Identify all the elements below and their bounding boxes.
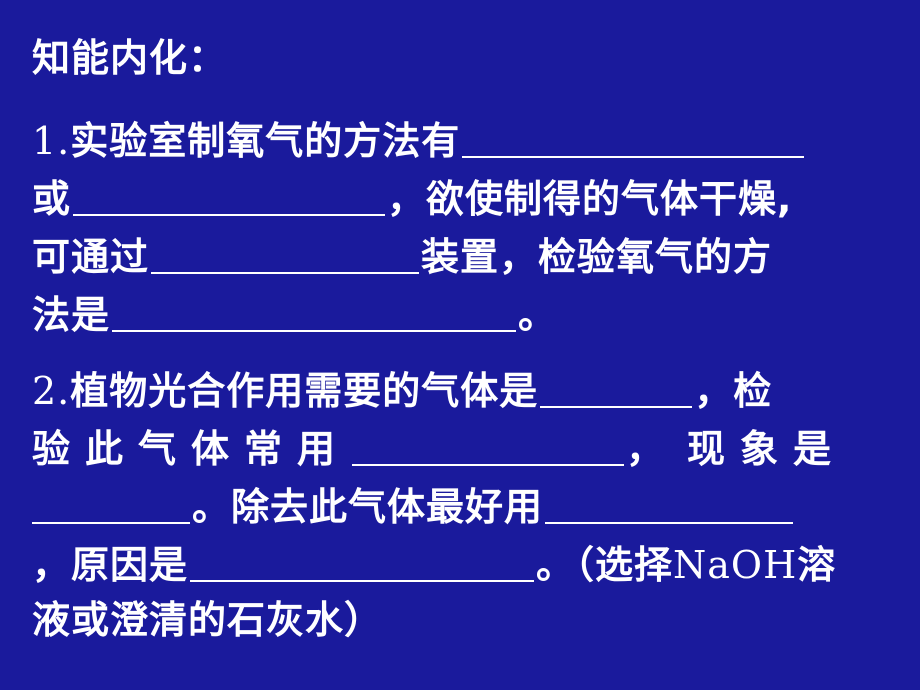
q2-line-1: 2.植物光合作用需要的气体是 ，检 [32, 362, 772, 414]
q2-line-2-mid: ， [626, 427, 666, 471]
q1-line-2-end: ，欲使制得的气体干燥, [387, 177, 793, 221]
heading-text: 知能内化： [32, 36, 228, 80]
q2-line-4: ，原因是 。（选择NaOH溶 [32, 536, 836, 588]
q1-blank-method-1[interactable] [462, 116, 805, 158]
q2-line-1-end: ，检 [694, 369, 773, 413]
q2-number: 2. [32, 369, 71, 413]
q1-number: 1. [32, 119, 71, 163]
q1-blank-test-method[interactable] [112, 290, 517, 332]
q2-line-2-end: 现象是 [687, 427, 847, 471]
q2-line-1-text: 植物光合作用需要的气体是 [70, 369, 539, 413]
q2-line-5-text: 液或澄清的石灰水） [32, 598, 384, 642]
q1-line-2-start: 或 [32, 177, 72, 221]
q2-line-3: 。除去此气体最好用 [32, 478, 795, 530]
q1-line-3-start: 可通过 [32, 235, 150, 279]
q2-line-2-start: 验此气体常用 [32, 427, 351, 471]
q2-line-5: 液或澄清的石灰水） [32, 594, 383, 646]
q2-line-3-mid: 。除去此气体最好用 [192, 485, 544, 529]
q2-line-4-end: 溶 [797, 543, 837, 587]
q1-line-1-text: 实验室制氧气的方法有 [70, 119, 461, 163]
q1-blank-drying-device[interactable] [151, 232, 420, 274]
q2-naoh-text: NaOH [673, 543, 798, 587]
q1-line-2: 或 ，欲使制得的气体干燥, [32, 170, 792, 222]
q1-blank-method-2[interactable] [73, 174, 386, 216]
q2-blank-reason[interactable] [190, 540, 535, 582]
q2-blank-removal-reagent[interactable] [545, 482, 794, 524]
q1-line-4: 法是 。 [32, 286, 557, 338]
slide-heading: 知能内化： [32, 32, 227, 84]
q2-line-4-start: ，原因是 [32, 543, 189, 587]
q2-line-4-mid: 。（选择 [536, 543, 674, 587]
q1-line-3: 可通过 装置，检验氧气的方 [32, 228, 772, 280]
q1-line-3-end: 装置，检验氧气的方 [421, 235, 773, 279]
q2-blank-phenomenon[interactable] [32, 482, 190, 524]
q1-line-4-start: 法是 [32, 293, 111, 337]
q1-line-4-end: 。 [518, 293, 558, 337]
q2-line-2: 验此气体常用 ， 现象是 [32, 420, 846, 472]
q2-blank-test-reagent[interactable] [352, 424, 625, 466]
q1-line-1: 1.实验室制氧气的方法有 [32, 112, 806, 164]
q2-blank-gas[interactable] [540, 366, 693, 408]
